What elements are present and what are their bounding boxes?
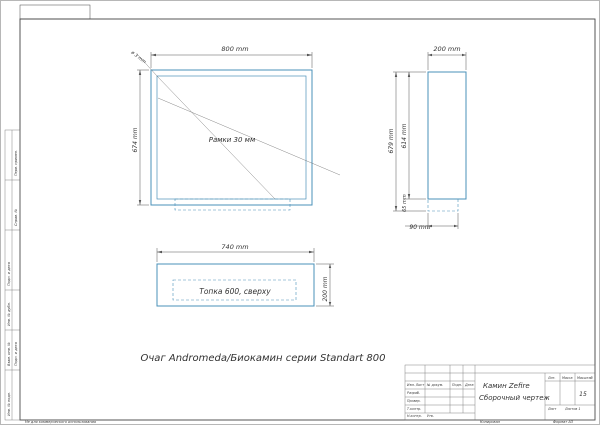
top-view: 740 mm 200 mm Топка 600, сверху — [156, 243, 334, 307]
top-left-box — [19, 4, 91, 20]
row-ndoc: № докум. — [426, 383, 443, 387]
row-prov: Провер. — [407, 399, 421, 403]
side-foot-dim: 90 mm — [409, 224, 430, 231]
front-height-dim: 674 mm — [132, 127, 139, 152]
top-height-dim: 200 mm — [322, 276, 329, 301]
strip-label-6: Подп. и дата — [14, 342, 18, 366]
row-data: Дата — [464, 383, 474, 387]
scale-label: Масштаб — [577, 376, 593, 380]
front-width-dim: 800 mm — [221, 45, 248, 53]
bottom-note: Не для коммерческого использования — [25, 420, 96, 424]
sheets-label: Листов 1 — [564, 407, 580, 411]
frame-note: Рамки 30 мм — [209, 136, 256, 144]
row-razrab: Разраб. — [407, 391, 420, 395]
copy-label: Копировал — [480, 420, 501, 424]
row-izm: Изм. Лист — [407, 383, 424, 387]
row-utv: Утв. — [427, 414, 434, 418]
strip-label-7: Инв. № подл. — [7, 392, 11, 416]
strip-label-2: Справ. № — [14, 209, 18, 226]
side-height-dim: 614 mm — [401, 123, 408, 148]
strip-label-1: Перв. примен. — [14, 150, 18, 176]
side-total-dim: 679 mm — [388, 128, 395, 153]
top-note: Топка 600, сверху — [199, 287, 271, 296]
left-strip: Перв. примен. Справ. № Подп. и дата Инв.… — [4, 129, 21, 421]
strip-label-5: Взам. инв. № — [7, 342, 11, 366]
sheet-count: 15 — [579, 391, 587, 398]
side-view: 200 mm 679 mm 614 mm 65 mm 90 mm — [388, 45, 467, 231]
top-width-dim: 740 mm — [221, 243, 248, 251]
strip-label-3: Подп. и дата — [7, 262, 11, 286]
product-name: Камин Zefire — [483, 382, 530, 390]
mass-label: Масса — [562, 376, 573, 380]
drawing-caption: Очаг Andromeda/Биокамин серии Standart 8… — [141, 353, 386, 364]
doc-type: Сборочный чертеж — [479, 394, 550, 402]
sheet-label: Лист — [547, 407, 556, 411]
lit-label: Лит. — [547, 376, 556, 380]
format-label: Формат A3 — [553, 420, 573, 424]
strip-label-4: Инв. № дубл. — [7, 302, 11, 326]
title-block: Изм. Лист № докум. Подп. Дата Разраб. Пр… — [404, 364, 596, 421]
side-bottom-dim: 65 mm — [402, 194, 408, 212]
row-tkontr: Т.контр. — [407, 407, 421, 411]
side-width-dim: 200 mm — [433, 45, 460, 53]
row-podp: Подп. — [452, 383, 462, 387]
row-nkontr: Н.контр. — [407, 414, 422, 418]
